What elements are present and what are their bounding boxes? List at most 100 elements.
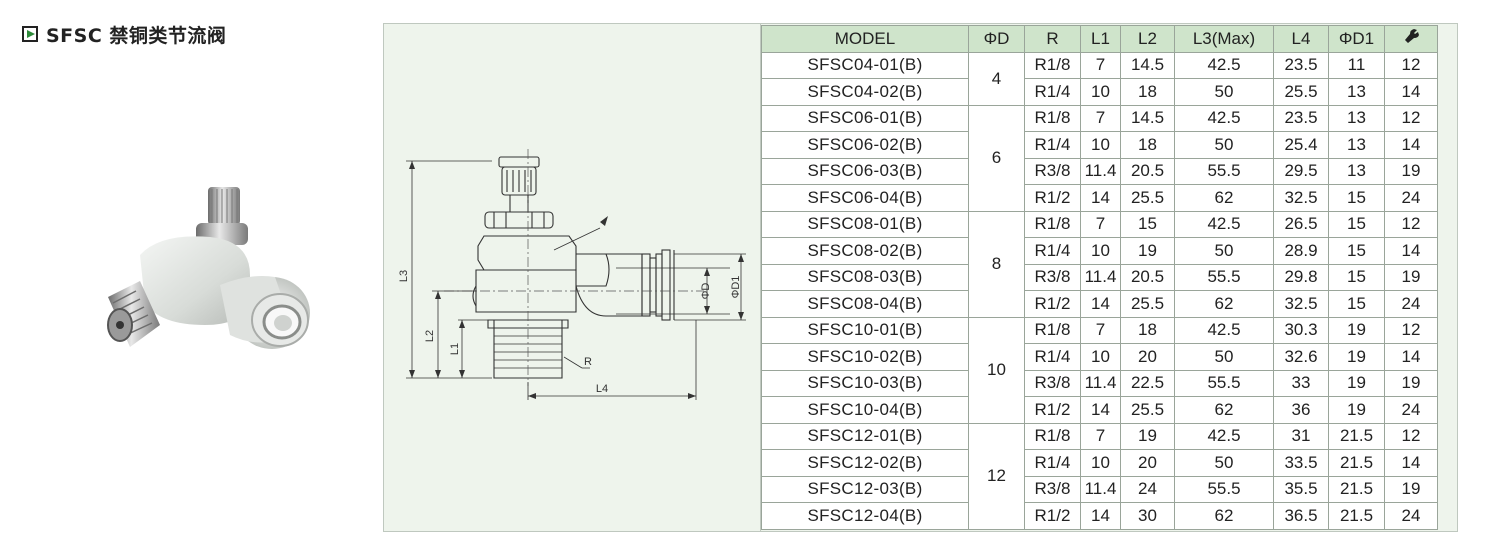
l3-cell: 50 xyxy=(1174,343,1274,371)
l3-cell: 62 xyxy=(1174,396,1274,424)
wrench-size-cell: 14 xyxy=(1384,343,1438,371)
d1-cell: 13 xyxy=(1328,131,1385,159)
wrench-size-cell: 12 xyxy=(1384,422,1438,450)
dimension-drawing: L3 L2 L1 R L4 ΦD ΦD1 xyxy=(398,24,761,531)
dim-label-l1: L1 xyxy=(449,343,461,355)
model-cell: SFSC12-02(B) xyxy=(761,449,969,477)
model-cell: SFSC08-04(B) xyxy=(761,290,969,318)
l4-cell: 36 xyxy=(1273,396,1329,424)
l2-cell: 19 xyxy=(1120,422,1175,450)
model-cell: SFSC06-01(B) xyxy=(761,104,969,132)
model-cell: SFSC04-01(B) xyxy=(761,51,969,79)
l2-cell: 18 xyxy=(1120,78,1175,106)
l2-cell: 22.5 xyxy=(1120,369,1175,397)
header-l4: L4 xyxy=(1273,25,1329,53)
model-cell: SFSC06-03(B) xyxy=(761,157,969,185)
l1-cell: 10 xyxy=(1080,78,1121,106)
d1-cell: 19 xyxy=(1328,396,1385,424)
thread-r-cell: R1/8 xyxy=(1024,316,1081,344)
d1-cell: 19 xyxy=(1328,343,1385,371)
d1-cell: 19 xyxy=(1328,316,1385,344)
l4-cell: 28.9 xyxy=(1273,237,1329,265)
l1-cell: 14 xyxy=(1080,184,1121,212)
l3-cell: 50 xyxy=(1174,131,1274,159)
wrench-size-cell: 14 xyxy=(1384,237,1438,265)
dim-label-l2: L2 xyxy=(424,330,436,342)
table-header-row: MODEL ΦD R L1 L2 L3(Max) L4 ΦD1 xyxy=(761,25,1438,53)
model-cell: SFSC08-03(B) xyxy=(761,263,969,291)
l3-cell: 55.5 xyxy=(1174,263,1274,291)
l4-cell: 26.5 xyxy=(1273,210,1329,238)
play-icon xyxy=(22,26,38,42)
l2-cell: 30 xyxy=(1120,502,1175,530)
l4-cell: 32.6 xyxy=(1273,343,1329,371)
l4-cell: 36.5 xyxy=(1273,502,1329,530)
tube-diameter-cell: 8 xyxy=(968,210,1025,318)
l2-cell: 25.5 xyxy=(1120,184,1175,212)
l2-cell: 18 xyxy=(1120,316,1175,344)
d1-cell: 13 xyxy=(1328,78,1385,106)
thread-r-cell: R1/2 xyxy=(1024,290,1081,318)
dim-label-d1: ΦD1 xyxy=(730,276,742,299)
header-d: ΦD xyxy=(968,25,1025,53)
l1-cell: 14 xyxy=(1080,396,1121,424)
thread-r-cell: R1/2 xyxy=(1024,184,1081,212)
wrench-size-cell: 19 xyxy=(1384,475,1438,503)
l1-cell: 7 xyxy=(1080,210,1121,238)
wrench-size-cell: 14 xyxy=(1384,131,1438,159)
header-l1: L1 xyxy=(1080,25,1121,53)
l3-cell: 62 xyxy=(1174,184,1274,212)
l1-cell: 11.4 xyxy=(1080,263,1121,291)
l4-cell: 33.5 xyxy=(1273,449,1329,477)
thread-r-cell: R1/4 xyxy=(1024,237,1081,265)
d1-cell: 13 xyxy=(1328,104,1385,132)
l3-cell: 42.5 xyxy=(1174,316,1274,344)
l1-cell: 14 xyxy=(1080,502,1121,530)
thread-r-cell: R1/4 xyxy=(1024,449,1081,477)
model-cell: SFSC04-02(B) xyxy=(761,78,969,106)
l2-cell: 14.5 xyxy=(1120,104,1175,132)
model-cell: SFSC10-01(B) xyxy=(761,316,969,344)
l3-cell: 42.5 xyxy=(1174,422,1274,450)
l3-cell: 62 xyxy=(1174,290,1274,318)
model-cell: SFSC12-04(B) xyxy=(761,502,969,530)
l1-cell: 11.4 xyxy=(1080,157,1121,185)
header-d1: ΦD1 xyxy=(1328,25,1385,53)
wrench-size-cell: 12 xyxy=(1384,210,1438,238)
l4-cell: 35.5 xyxy=(1273,475,1329,503)
d1-cell: 11 xyxy=(1328,51,1385,79)
l2-cell: 20.5 xyxy=(1120,263,1175,291)
l2-cell: 25.5 xyxy=(1120,396,1175,424)
l3-cell: 50 xyxy=(1174,78,1274,106)
thread-r-cell: R3/8 xyxy=(1024,157,1081,185)
model-cell: SFSC08-01(B) xyxy=(761,210,969,238)
l3-cell: 50 xyxy=(1174,449,1274,477)
l2-cell: 25.5 xyxy=(1120,290,1175,318)
l2-cell: 20 xyxy=(1120,343,1175,371)
model-cell: SFSC06-02(B) xyxy=(761,131,969,159)
tube-diameter-cell: 10 xyxy=(968,316,1025,424)
l4-cell: 29.8 xyxy=(1273,263,1329,291)
l1-cell: 11.4 xyxy=(1080,475,1121,503)
header-l3: L3(Max) xyxy=(1174,25,1274,53)
thread-r-cell: R3/8 xyxy=(1024,369,1081,397)
l3-cell: 55.5 xyxy=(1174,369,1274,397)
l4-cell: 29.5 xyxy=(1273,157,1329,185)
l1-cell: 11.4 xyxy=(1080,369,1121,397)
wrench-size-cell: 14 xyxy=(1384,78,1438,106)
thread-r-cell: R1/2 xyxy=(1024,396,1081,424)
model-cell: SFSC10-04(B) xyxy=(761,396,969,424)
l4-cell: 32.5 xyxy=(1273,184,1329,212)
d1-cell: 15 xyxy=(1328,263,1385,291)
thread-r-cell: R1/4 xyxy=(1024,131,1081,159)
wrench-size-cell: 24 xyxy=(1384,396,1438,424)
